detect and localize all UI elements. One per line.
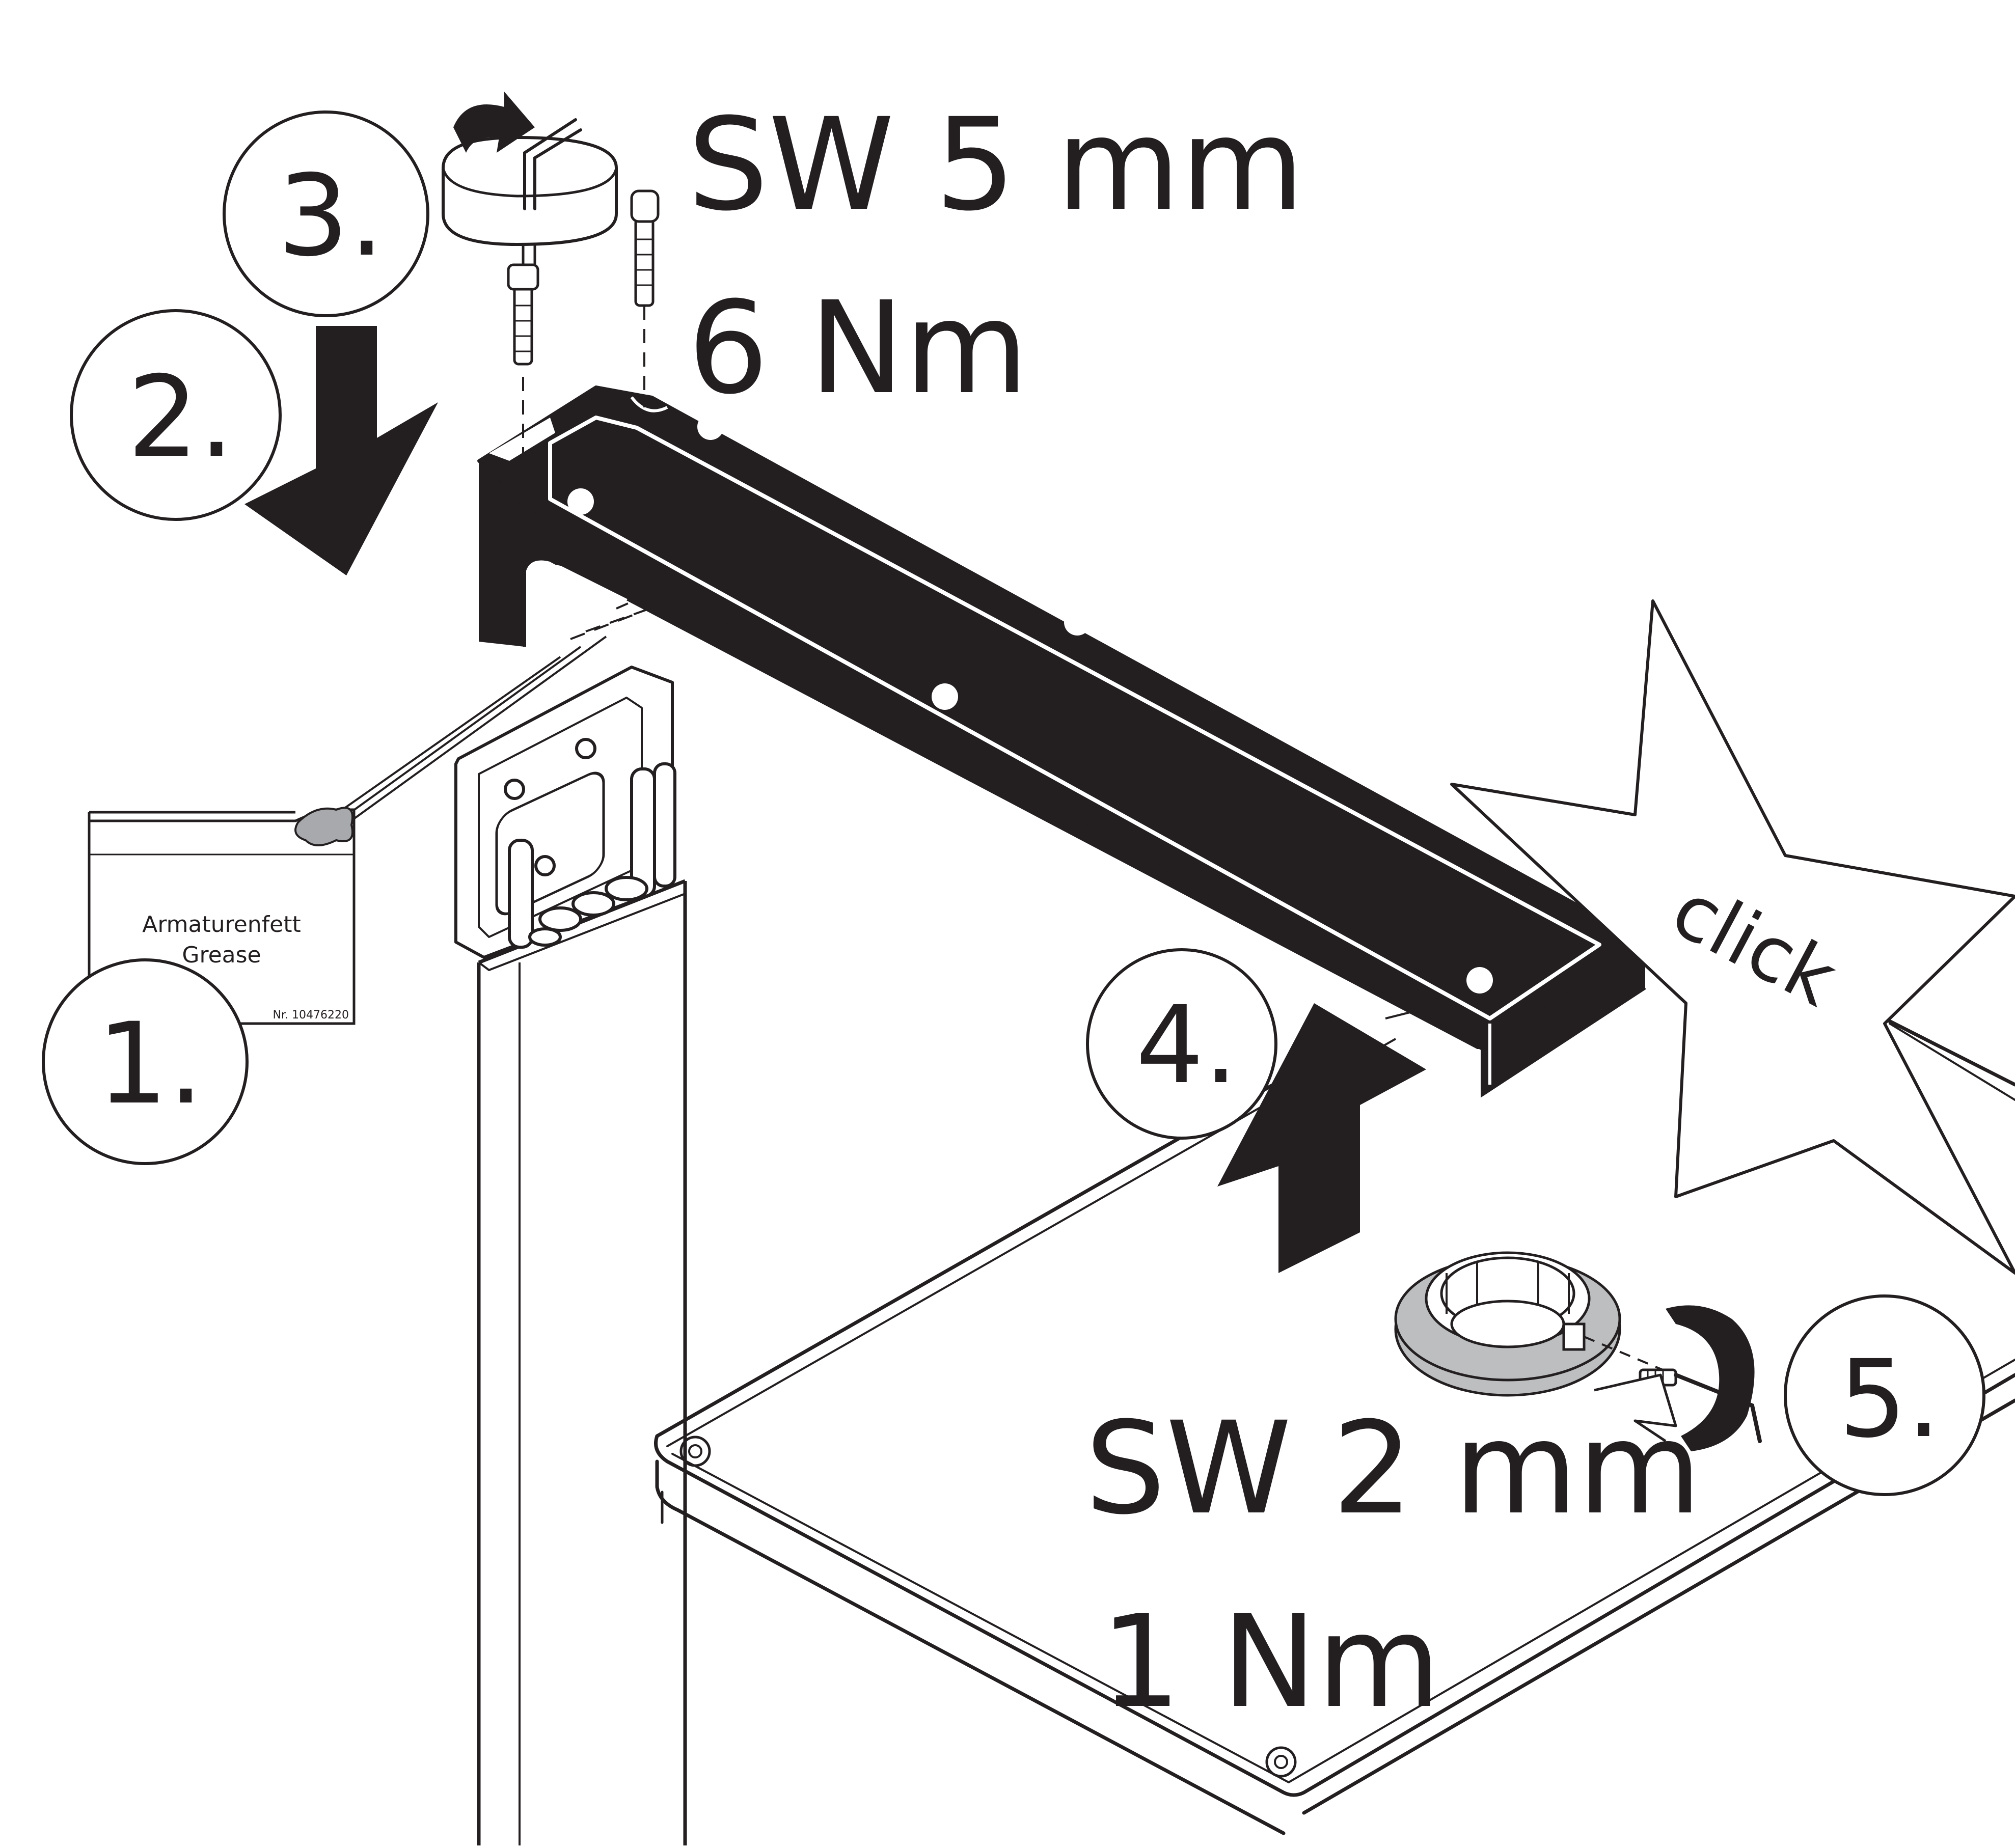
step-5: 5. bbox=[1785, 1296, 1984, 1495]
top-wrench-size: SW 5 mm bbox=[688, 91, 1304, 239]
step-4: 4. bbox=[1087, 950, 1276, 1138]
step-3: 3. bbox=[224, 112, 428, 316]
step-3-label: 3. bbox=[278, 151, 385, 281]
step-2: 2. bbox=[71, 311, 280, 519]
step-2-label: 2. bbox=[127, 352, 234, 482]
step-1: 1. bbox=[43, 960, 247, 1164]
step-1-label: 1. bbox=[97, 999, 204, 1129]
grease-part-number: Nr. 10476220 bbox=[273, 1009, 349, 1022]
rotate-arrow-icon bbox=[443, 92, 616, 244]
step-5-label: 5. bbox=[1839, 1337, 1941, 1461]
grease-label-en: Grease bbox=[182, 942, 261, 968]
step-4-label: 4. bbox=[1136, 983, 1238, 1108]
post-adapter bbox=[456, 667, 675, 957]
top-torque: 6 Nm bbox=[688, 274, 1028, 422]
vertical-post bbox=[479, 881, 685, 1845]
bottom-wrench-size: SW 2 mm bbox=[1085, 1394, 1702, 1542]
grease-label-de: Armaturenfett bbox=[142, 912, 301, 937]
bottom-torque: 1 Nm bbox=[1100, 1588, 1441, 1736]
grease-dab bbox=[295, 808, 352, 845]
